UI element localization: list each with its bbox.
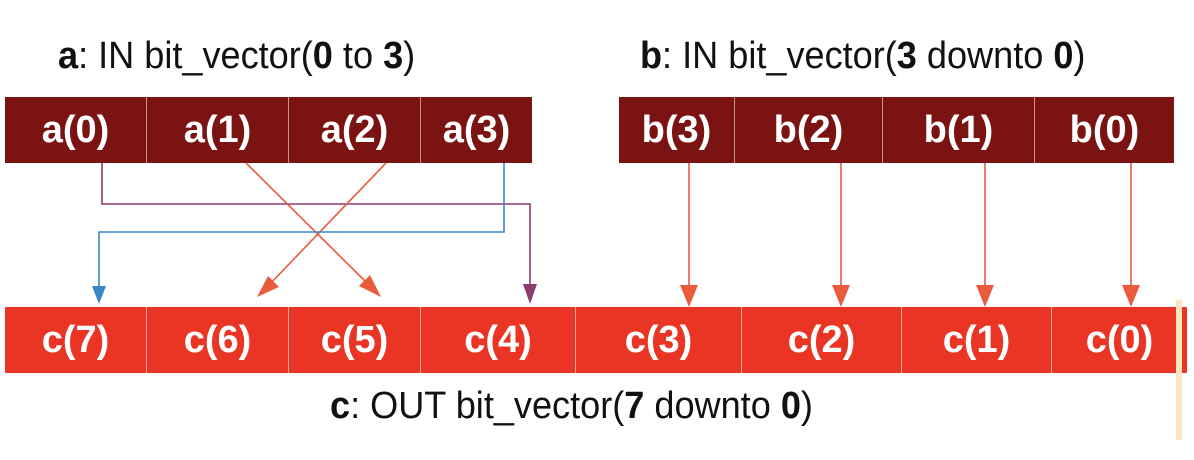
cell-b3: b(3) — [619, 97, 735, 163]
vector-c-type: : OUT bit_vector( — [350, 385, 625, 427]
arrowhead-a1 — [359, 275, 381, 297]
vector-a-caption: a: IN bit_vector(0 to 3) — [58, 34, 415, 78]
cell-c0: c(0) — [1052, 307, 1187, 373]
cell-b0: b(0) — [1035, 97, 1174, 163]
vector-b-close: ) — [1073, 35, 1086, 77]
cell-c2: c(2) — [742, 307, 902, 373]
cell-a1: a(1) — [147, 97, 289, 163]
arrowhead-a3 — [92, 286, 106, 304]
vector-c-caption: c: OUT bit_vector(7 downto 0) — [330, 384, 813, 428]
vector-b-range-start: 3 — [896, 35, 917, 77]
connector-a2 — [268, 162, 387, 286]
vector-a-name: a — [58, 35, 79, 77]
vector-a-range-end: 3 — [383, 35, 404, 77]
vector-a-direction: to — [332, 35, 384, 77]
arrowhead-b3 — [680, 285, 698, 307]
vector-c-name: c — [330, 385, 351, 427]
vector-c-row: c(7) c(6) c(5) c(4) c(3) c(2) c(1) c(0) — [5, 307, 1187, 373]
vector-b-type: : IN bit_vector( — [662, 35, 897, 77]
cell-c3: c(3) — [576, 307, 742, 373]
vector-c-close: ) — [800, 385, 813, 427]
vector-a-range-start: 0 — [312, 35, 333, 77]
vector-a-row: a(0) a(1) a(2) a(3) — [5, 97, 532, 163]
cell-a2: a(2) — [289, 97, 421, 163]
arrowhead-a2 — [257, 276, 279, 297]
cell-c1: c(1) — [902, 307, 1052, 373]
cell-c5: c(5) — [289, 307, 421, 373]
vector-a-type: : IN bit_vector( — [78, 35, 313, 77]
vector-b-caption: b: IN bit_vector(3 downto 0) — [640, 34, 1085, 78]
cell-a0: a(0) — [5, 97, 147, 163]
connector-a3 — [98, 163, 505, 290]
arrowhead-b1 — [976, 285, 994, 307]
vector-c-direction: downto — [644, 385, 781, 427]
cell-b1: b(1) — [883, 97, 1035, 163]
vector-b-range-end: 0 — [1053, 35, 1074, 77]
vector-b-row: b(3) b(2) b(1) b(0) — [619, 97, 1174, 163]
vector-c-range-end: 0 — [780, 385, 801, 427]
cell-b2: b(2) — [735, 97, 883, 163]
cell-c4: c(4) — [421, 307, 576, 373]
edge-strip — [1176, 300, 1182, 440]
vector-a-close: ) — [403, 35, 416, 77]
arrowhead-b2 — [832, 285, 850, 307]
cell-c6: c(6) — [147, 307, 289, 373]
connector-a1 — [245, 162, 370, 286]
connector-a0 — [101, 163, 531, 290]
vector-b-name: b — [640, 35, 663, 77]
arrowhead-a0 — [523, 284, 537, 304]
cell-c7: c(7) — [5, 307, 147, 373]
vector-b-direction: downto — [916, 35, 1054, 77]
arrowhead-b0 — [1122, 285, 1140, 307]
vector-c-range-start: 7 — [624, 385, 645, 427]
cell-a3: a(3) — [421, 97, 532, 163]
